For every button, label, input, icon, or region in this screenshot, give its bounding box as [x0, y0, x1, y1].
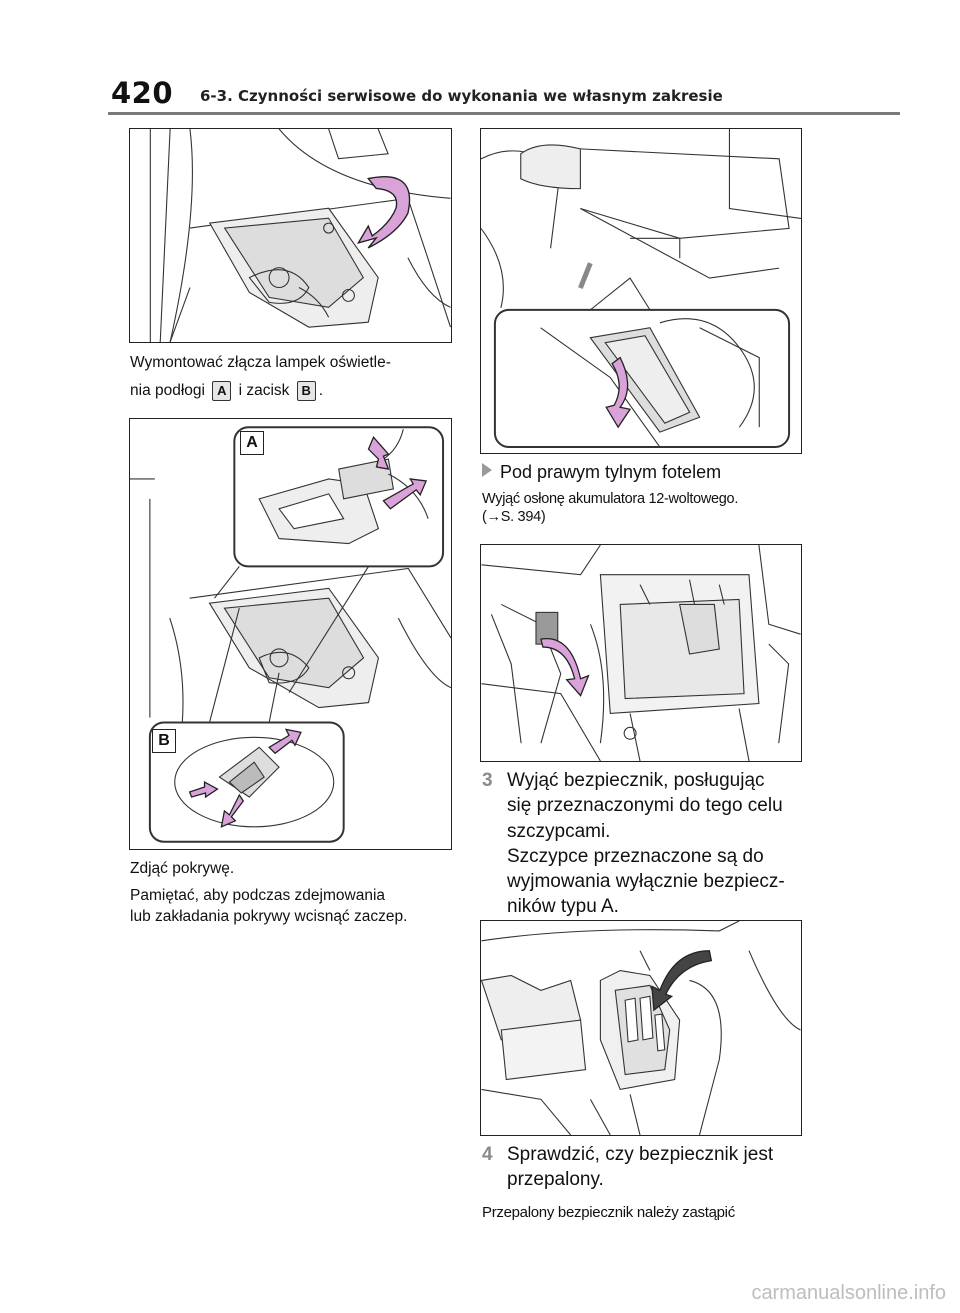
- arrow-icon: [367, 436, 390, 470]
- step-4: 4 Sprawdzić, czy bezpiecznik jest przepa…: [482, 1142, 812, 1198]
- caption-remove-connectors: Wymontować złącza lampek oświetle- nia p…: [130, 352, 460, 403]
- arrow-icon: [268, 728, 302, 755]
- arrow-icon: [651, 950, 713, 1012]
- arrow-icon: [540, 637, 590, 697]
- label-b-badge: B: [296, 381, 316, 402]
- bullet-heading: Pod prawym tylnym fotelem: [482, 462, 721, 483]
- caption3-line1: Pamiętać, aby podczas zdejmowania: [130, 887, 386, 904]
- figure-battery-compartment: [480, 544, 802, 762]
- figure-seat-cover: [480, 128, 802, 454]
- step-4-text: Sprawdzić, czy bezpiecznik jest przepalo…: [507, 1144, 774, 1191]
- bullet-heading-text: Pod prawym tylnym fotelem: [500, 462, 722, 482]
- step-3: 3 Wyjąć bezpiecznik, posługując się prze…: [482, 768, 812, 917]
- illustration-connectors: [130, 426, 451, 843]
- illustration-battery: [481, 545, 801, 761]
- step-4-number: 4: [482, 1144, 493, 1165]
- arrow-icon: [188, 780, 219, 799]
- caption1-line1: Wymontować złącza lampek oświetle-: [130, 354, 391, 371]
- caption1-part-a: nia podłogi: [130, 382, 205, 400]
- caption1-line2: nia podłogi A i zacisk B.: [130, 380, 460, 402]
- bullet-text: Wyjąć osłonę akumulatora 12-woltowego. (…: [482, 490, 738, 526]
- label-a-badge: A: [212, 381, 232, 402]
- figure2-label-a: A: [240, 431, 264, 455]
- illustration-fuse-box: [481, 921, 801, 1135]
- caption3-line2: lub zakładania pokrywy wcisnąć zaczep.: [130, 907, 408, 925]
- header-rule: [108, 112, 900, 115]
- section-title: 6-3. Czynności serwisowe do wykonania we…: [200, 87, 723, 105]
- illustration-floor-panel: [149, 129, 451, 342]
- arrow-icon: [220, 793, 245, 828]
- figure-connectors-detail: A B: [129, 418, 452, 850]
- watermark: carmanualsonline.info: [751, 1282, 946, 1304]
- caption1-part-b: i zacisk: [238, 382, 290, 400]
- arrow-icon: [605, 356, 632, 429]
- arrow-icon: [382, 478, 428, 510]
- final-text: Przepalony bezpiecznik należy zastąpić: [482, 1204, 735, 1221]
- arrow-icon: [356, 176, 411, 249]
- figure2-label-b: B: [152, 729, 176, 753]
- illustration-seat-cover: [481, 129, 801, 449]
- step-3-text: Wyjąć bezpiecznik, posługując się przezn…: [507, 770, 785, 918]
- caption1-end: .: [318, 382, 324, 400]
- page-number: 420: [111, 76, 174, 110]
- caption-remove-cover: Zdjąć pokrywę.: [130, 860, 235, 877]
- figure-floor-light-panel: [129, 128, 452, 343]
- triangle-bullet-icon: [482, 463, 492, 477]
- bullet-text-line2: (→S. 394): [482, 509, 546, 526]
- figure-fuse-box: [480, 920, 802, 1136]
- caption-press-latch: Pamiętać, aby podczas zdejmowania lub za…: [130, 886, 407, 928]
- step-3-number: 3: [482, 770, 493, 791]
- bullet-text-line1: Wyjąć osłonę akumulatora 12-woltowego.: [482, 491, 739, 507]
